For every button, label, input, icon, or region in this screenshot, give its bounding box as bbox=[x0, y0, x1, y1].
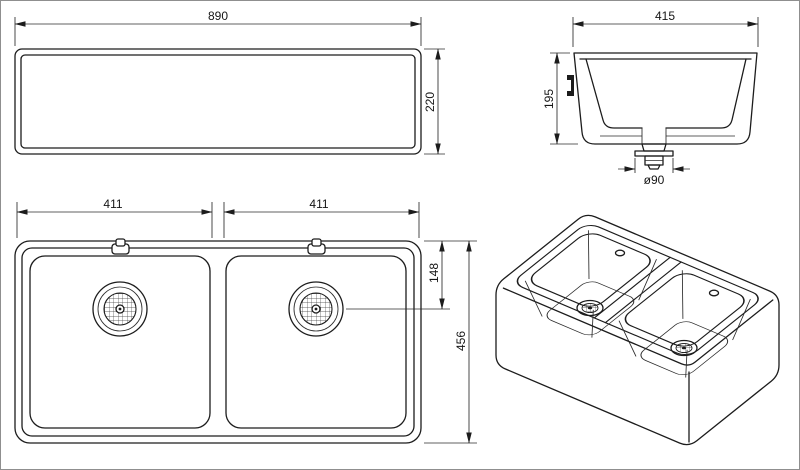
iso-right-bowl-floor bbox=[640, 321, 729, 376]
waste-taper bbox=[641, 143, 667, 152]
drain-outer-ring bbox=[576, 299, 604, 317]
overflow-cap bbox=[311, 238, 322, 247]
waste-fitting bbox=[634, 143, 674, 170]
fixing-clip bbox=[567, 75, 574, 96]
iso-left-bowl-floor bbox=[546, 281, 635, 336]
iso-left-drain bbox=[576, 299, 604, 317]
iso-bowl-bottoms bbox=[546, 281, 729, 376]
iso-right-bowl-walls bbox=[618, 270, 751, 378]
drain-center-dot bbox=[681, 346, 687, 350]
dim-890-label: 890 bbox=[208, 9, 228, 23]
dim-456-lines bbox=[424, 240, 477, 444]
iso-body-silhouette bbox=[495, 214, 780, 446]
right-drain bbox=[288, 281, 344, 337]
overflow-right bbox=[307, 238, 326, 255]
dim-drain-label: ø90 bbox=[644, 173, 665, 187]
dim-195-lines bbox=[550, 52, 578, 145]
side-bowl-profile bbox=[585, 58, 747, 129]
drain-outer-ring bbox=[670, 339, 698, 357]
dim-220-label: 220 bbox=[423, 92, 437, 112]
iso-rim-plane bbox=[516, 225, 759, 355]
drain-center-dot bbox=[314, 307, 318, 311]
drain-center-dot bbox=[587, 306, 593, 310]
front-elevation-view: 890 220 bbox=[14, 9, 445, 155]
iso-left-overflow-hole bbox=[614, 249, 626, 257]
dim-220-lines bbox=[424, 48, 445, 155]
dim-411-right-label: 411 bbox=[309, 197, 328, 211]
dim-415-lines bbox=[572, 17, 759, 47]
iso-left-bowl-opening bbox=[530, 233, 651, 307]
plan-rim-edge bbox=[21, 247, 415, 437]
dim-415-label: 415 bbox=[655, 9, 675, 23]
dim-411-left-label: 411 bbox=[103, 197, 122, 211]
front-outline bbox=[14, 48, 422, 155]
overflow-cap bbox=[115, 238, 126, 247]
side-outline bbox=[573, 52, 758, 145]
iso-right-bowl-opening bbox=[624, 273, 745, 347]
dim-148-label: 148 bbox=[427, 263, 441, 283]
iso-rim-front-edge bbox=[502, 287, 774, 366]
iso-rim-inner-edge bbox=[516, 225, 759, 355]
plan-outline bbox=[14, 240, 422, 444]
dim-drain-lines bbox=[618, 158, 690, 173]
drain-outer-ring bbox=[92, 281, 148, 337]
drain-mid-ring bbox=[293, 286, 339, 332]
isometric-view bbox=[495, 214, 780, 446]
dim-411-lines bbox=[16, 202, 420, 238]
iso-right-drain bbox=[670, 339, 698, 357]
waste-tail bbox=[647, 164, 661, 170]
overflow-left bbox=[111, 238, 130, 255]
left-drain bbox=[92, 281, 148, 337]
iso-left-bowl-walls bbox=[524, 230, 657, 338]
left-bowl bbox=[29, 255, 211, 429]
iso-right-overflow-hole bbox=[708, 289, 720, 297]
side-drain-hole bbox=[641, 128, 667, 144]
drain-outer-ring bbox=[288, 281, 344, 337]
waste-flange bbox=[634, 150, 674, 157]
dim-195-label: 195 bbox=[542, 89, 556, 109]
dim-456-label: 456 bbox=[454, 331, 468, 351]
plan-view: 411 411 bbox=[14, 197, 477, 444]
front-inner-edge bbox=[20, 54, 416, 149]
right-bowl bbox=[225, 255, 407, 429]
drain-center-dot bbox=[118, 307, 122, 311]
side-section-view: 415 ø90 195 bbox=[542, 9, 759, 187]
dim-890-lines bbox=[14, 17, 422, 46]
drain-mid-ring bbox=[97, 286, 143, 332]
iso-divider bbox=[593, 256, 682, 324]
